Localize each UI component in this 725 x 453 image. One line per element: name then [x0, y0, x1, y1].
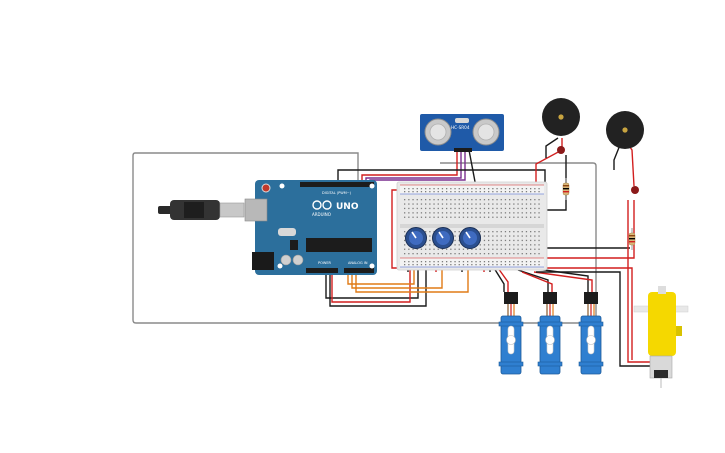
wire-sensor-trig	[365, 150, 462, 183]
potentiometer-3[interactable]	[459, 227, 481, 249]
wire-motor-black	[536, 271, 650, 367]
capacitor-2	[292, 254, 304, 266]
sensor-transducer-right	[472, 118, 500, 146]
crystal	[278, 228, 296, 236]
top-rail	[400, 185, 544, 194]
ultrasonic-sensor[interactable]: HC-SR04	[420, 114, 504, 152]
servo-hub	[545, 335, 555, 345]
wire-gray-loop	[132, 152, 597, 324]
arduino-uno[interactable]: UNO ARDUINO DIGITAL (PWM~) POWER ANALOG …	[244, 180, 377, 275]
wire-top-red	[391, 189, 400, 269]
wire-red-right	[540, 267, 633, 360]
servo-mount-tab	[498, 361, 524, 367]
sensor-pins	[454, 148, 472, 152]
motor-shaft	[658, 286, 666, 294]
potentiometer-1[interactable]	[405, 227, 427, 249]
analog-label: ANALOG IN	[348, 261, 368, 265]
wire-servo3-red	[533, 271, 593, 292]
motor-shaft-base	[676, 326, 682, 336]
usb-ridge	[184, 202, 204, 218]
mount-hole-3	[369, 263, 375, 269]
sensor-crystal	[455, 118, 469, 123]
sensor-transducer-left	[424, 118, 452, 146]
servo-mount-tab	[578, 361, 604, 367]
wire-res1	[540, 155, 567, 211]
microcontroller-chip	[306, 238, 372, 252]
motor-gearbox	[648, 292, 676, 356]
breadboard[interactable]	[396, 181, 548, 271]
servo-mount-tab	[578, 321, 604, 327]
servo-3[interactable]	[578, 292, 604, 375]
usb-strain-relief	[158, 206, 172, 214]
wire-top-black	[337, 169, 546, 184]
motor-can-end	[654, 370, 668, 378]
analog-header	[344, 268, 374, 273]
servo-connector	[584, 292, 598, 304]
capacitor-1	[280, 254, 292, 266]
wire-servo1-black	[493, 267, 505, 292]
usb-port	[244, 198, 268, 222]
wire-5v-bottom	[331, 268, 411, 303]
wire-motor-red	[627, 200, 650, 363]
resistor-2	[628, 228, 636, 250]
dc-motor[interactable]	[633, 286, 689, 388]
potentiometers	[405, 227, 481, 249]
power-label: POWER	[318, 261, 332, 265]
wire-servo1-red	[497, 267, 509, 292]
buzzer-1[interactable]	[542, 98, 580, 154]
potentiometer-2[interactable]	[432, 227, 454, 249]
servo-hub	[506, 335, 516, 345]
servo-connector	[504, 292, 518, 304]
wire-buzzer1-red	[535, 138, 563, 186]
buzzer-2-hole	[622, 127, 628, 133]
wire-servo2-black	[517, 269, 549, 292]
servo-mount-tab	[537, 361, 563, 367]
buzzer-2[interactable]	[606, 111, 644, 194]
servo-connector	[543, 292, 557, 304]
buzzer-1-led	[557, 146, 565, 154]
power-header	[306, 268, 338, 273]
wire-gnd-bottom	[325, 250, 419, 299]
mount-hole-1	[279, 183, 285, 189]
usb-cable	[158, 200, 245, 220]
arduino-brand: UNO	[336, 202, 359, 212]
resistor-1	[562, 178, 570, 200]
sensor-model: HC-SR04	[451, 125, 470, 130]
servo-mount-tab	[537, 321, 563, 327]
wire-buzzer1-black	[545, 137, 559, 158]
wire-servo2-red	[521, 271, 553, 292]
usb-plug	[219, 202, 245, 218]
arduino-sub-brand: ARDUINO	[312, 212, 331, 217]
power-jack	[252, 252, 274, 270]
servos	[498, 292, 604, 375]
servo-mount-tab	[498, 321, 524, 327]
icsp-header	[290, 240, 298, 250]
center-channel	[400, 224, 544, 228]
wire-sensor-gnd	[468, 149, 477, 188]
servo-2[interactable]	[537, 292, 563, 375]
wire-sensor-vcc	[361, 150, 458, 183]
buzzer-2-led	[631, 186, 639, 194]
servo-hub	[586, 335, 596, 345]
digital-header	[300, 182, 374, 187]
buzzer-1-hole	[558, 114, 564, 120]
wires	[132, 137, 650, 367]
mount-hole-2	[369, 183, 375, 189]
servo-1[interactable]	[498, 292, 524, 375]
digital-label: DIGITAL (PWM~)	[322, 191, 352, 195]
wire-servo3-black	[529, 267, 589, 292]
bottom-rail	[400, 258, 544, 267]
arduino-logo-icon	[312, 200, 332, 210]
wire-gnd2-bottom	[329, 268, 427, 307]
wire-a2	[355, 250, 469, 293]
mount-hole-4	[277, 263, 283, 269]
reset-button[interactable]	[261, 183, 271, 193]
